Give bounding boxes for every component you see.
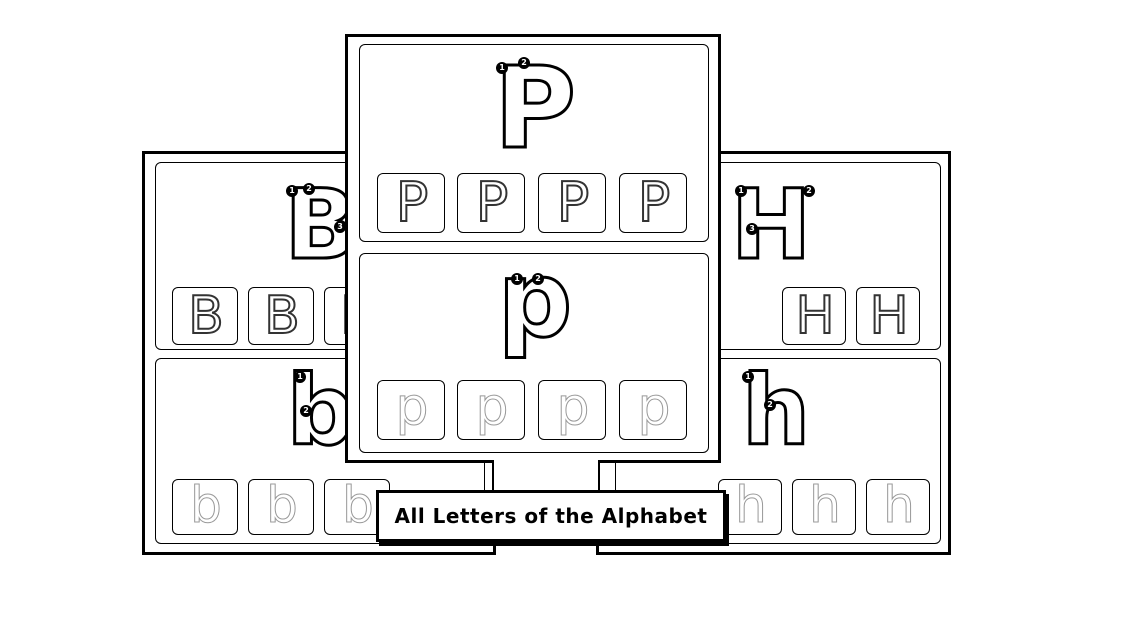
trace-letter: p xyxy=(475,377,509,437)
step-number: 2 xyxy=(303,183,315,195)
trace-box: B xyxy=(172,287,238,345)
step-number: 2 xyxy=(532,273,544,285)
trace-box: H xyxy=(856,287,920,345)
trace-letter: P xyxy=(637,171,672,234)
trace-box: h xyxy=(866,479,930,535)
step-number: 2 xyxy=(764,399,776,411)
step-number: 1 xyxy=(735,185,747,197)
lowercase-model-letter-p: p xyxy=(496,239,573,361)
trace-letter: h xyxy=(809,476,842,534)
trace-box: P xyxy=(377,173,445,233)
trace-box: P xyxy=(457,173,525,233)
trace-box: p xyxy=(619,380,687,440)
uppercase-panel-p: P 1 2 P P P P xyxy=(359,44,709,242)
trace-letter: P xyxy=(475,171,510,234)
step-number: 1 xyxy=(294,371,306,383)
trace-letter: h xyxy=(735,476,768,534)
step-number: 1 xyxy=(511,273,523,285)
trace-letter: B xyxy=(263,286,301,346)
step-number: 1 xyxy=(742,371,754,383)
trace-letter: H xyxy=(794,286,835,346)
trace-letter: b xyxy=(266,476,299,534)
trace-box: p xyxy=(538,380,606,440)
step-number: 2 xyxy=(518,57,530,69)
page-title: All Letters of the Alphabet xyxy=(394,504,708,528)
trace-box: b xyxy=(172,479,238,535)
step-number: 3 xyxy=(334,221,346,233)
step-number: 3 xyxy=(746,223,758,235)
trace-box: h xyxy=(718,479,782,535)
lowercase-panel-p: p 1 2 p p p p xyxy=(359,247,709,453)
lowercase-model-letter-h: h xyxy=(740,355,811,467)
trace-letter: p xyxy=(637,377,671,437)
trace-box: p xyxy=(377,380,445,440)
trace-box: P xyxy=(619,173,687,233)
step-number: 2 xyxy=(803,185,815,197)
trace-box: H xyxy=(782,287,846,345)
trace-box: b xyxy=(248,479,314,535)
trace-letter: B xyxy=(187,286,225,346)
trace-letter: p xyxy=(395,377,429,437)
worksheet-p: P 1 2 P P P P p 1 2 p p p p xyxy=(345,34,721,463)
trace-letter: b xyxy=(342,476,375,534)
trace-letter: P xyxy=(556,171,591,234)
step-number: 1 xyxy=(496,62,508,74)
trace-box: P xyxy=(538,173,606,233)
trace-box: h xyxy=(792,479,856,535)
trace-letter: p xyxy=(556,377,590,437)
trace-letter: H xyxy=(868,286,909,346)
step-number: 2 xyxy=(300,405,312,417)
trace-box: B xyxy=(248,287,314,345)
trace-letter: P xyxy=(395,171,430,234)
trace-letter: b xyxy=(190,476,223,534)
trace-letter: h xyxy=(883,476,916,534)
step-number: 1 xyxy=(286,185,298,197)
title-banner: All Letters of the Alphabet xyxy=(376,490,726,542)
trace-box: p xyxy=(457,380,525,440)
